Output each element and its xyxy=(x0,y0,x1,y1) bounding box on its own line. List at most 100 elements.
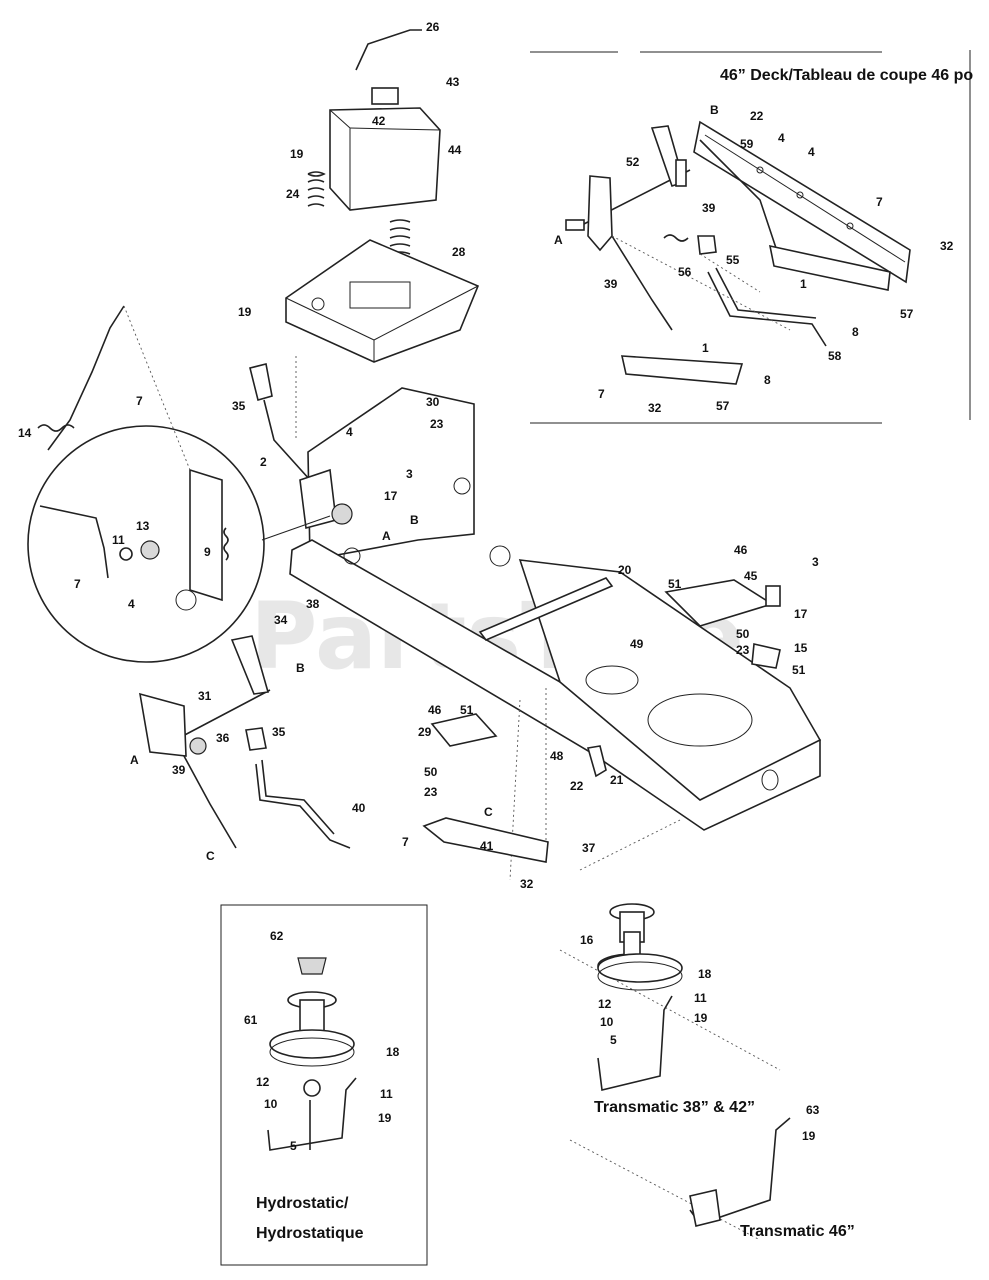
callout-51b: 51 xyxy=(792,663,806,677)
callout-28: 28 xyxy=(452,245,466,259)
hydro-callout-18: 18 xyxy=(386,1045,400,1059)
callout-9: 9 xyxy=(204,545,211,559)
callout-50a: 50 xyxy=(736,627,750,641)
deck46-title: 46” Deck/Tableau de coupe 46 po xyxy=(720,67,973,84)
callout-7b: 7 xyxy=(74,577,81,591)
callout-22a: 22 xyxy=(570,779,584,793)
hydrostatic-label-2: Hydrostatique xyxy=(256,1225,364,1242)
callout-50b: 50 xyxy=(424,765,438,779)
battery-assembly xyxy=(285,29,480,363)
callout-46a: 46 xyxy=(734,543,748,557)
trans-callout-63: 63 xyxy=(806,1103,820,1117)
trans-callout-10: 10 xyxy=(600,1015,614,1029)
callout-46b: 46 xyxy=(428,703,442,717)
hydro-callout-19: 19 xyxy=(378,1111,392,1125)
callout-48: 48 xyxy=(550,749,564,763)
callout-17a: 17 xyxy=(384,489,398,503)
trans-callout-11: 11 xyxy=(694,991,707,1005)
callout-23b: 23 xyxy=(736,643,750,657)
lift-lever-lower xyxy=(138,635,351,849)
callout-20: 20 xyxy=(618,563,632,577)
callout-31: 31 xyxy=(198,689,212,703)
deck-callout-39b: 39 xyxy=(604,277,618,291)
callout-7a: 7 xyxy=(136,394,143,408)
transmatic-46 xyxy=(689,1117,791,1227)
deck-callout-8b: 8 xyxy=(764,373,771,387)
hydro-callout-62: 62 xyxy=(270,929,284,943)
deck-ref-A: A xyxy=(554,233,563,247)
callout-4a: 4 xyxy=(346,425,353,439)
deck-ref-B: B xyxy=(710,103,719,117)
deck-callout-52: 52 xyxy=(626,155,640,169)
deck-callout-22: 22 xyxy=(750,109,764,123)
deck-callout-8a: 8 xyxy=(852,325,859,339)
callout-labels: 26 43 42 44 19 24 28 19 7 14 35 2 30 4 2… xyxy=(18,20,954,1153)
callout-36: 36 xyxy=(216,731,230,745)
ref-A2: A xyxy=(130,753,139,767)
callout-41: 41 xyxy=(480,839,494,853)
callout-45: 45 xyxy=(744,569,758,583)
transmatic-3842 xyxy=(597,903,683,1091)
deck-callout-59: 59 xyxy=(740,137,754,151)
deck-callout-39a: 39 xyxy=(702,201,716,215)
deck-callout-32b: 32 xyxy=(648,401,662,415)
callout-23c: 23 xyxy=(424,785,438,799)
callout-34: 34 xyxy=(274,613,288,627)
callout-32a: 32 xyxy=(520,877,534,891)
main-frame xyxy=(289,356,822,1241)
detail-magnifier xyxy=(27,305,331,663)
pedal-bracket xyxy=(664,579,781,669)
callout-43: 43 xyxy=(446,75,460,89)
callout-24: 24 xyxy=(286,187,300,201)
ref-A1: A xyxy=(382,529,391,543)
hydro-callout-10: 10 xyxy=(264,1097,278,1111)
callout-26: 26 xyxy=(426,20,440,34)
trans-callout-19b: 19 xyxy=(802,1129,816,1143)
callout-35a: 35 xyxy=(232,399,246,413)
deck-callout-4a: 4 xyxy=(778,131,785,145)
ref-C2: C xyxy=(484,805,493,819)
trans-callout-19: 19 xyxy=(694,1011,708,1025)
callout-3b: 3 xyxy=(812,555,819,569)
callout-21: 21 xyxy=(610,773,624,787)
callout-19a: 19 xyxy=(290,147,304,161)
callout-11a: 11 xyxy=(112,533,125,547)
callout-49: 49 xyxy=(630,637,644,651)
deck-callout-32a: 32 xyxy=(940,239,954,253)
ref-C1: C xyxy=(206,849,215,863)
callout-15: 15 xyxy=(794,641,808,655)
callout-35b: 35 xyxy=(272,725,286,739)
callout-51a: 51 xyxy=(668,577,682,591)
deck-callout-1a: 1 xyxy=(800,277,807,291)
callout-29: 29 xyxy=(418,725,432,739)
callout-30: 30 xyxy=(426,395,440,409)
callout-37: 37 xyxy=(582,841,596,855)
callout-2: 2 xyxy=(260,455,267,469)
callout-51c: 51 xyxy=(460,703,474,717)
hydrostatic-label-1: Hydrostatic/ xyxy=(256,1195,349,1212)
hydrostatic-panel xyxy=(220,904,428,1266)
trans-callout-16: 16 xyxy=(580,933,594,947)
shift-lever-upper xyxy=(249,363,353,530)
bracket-41 xyxy=(422,713,607,863)
callout-13: 13 xyxy=(136,519,150,533)
callout-44: 44 xyxy=(448,143,462,157)
deck-callout-56: 56 xyxy=(678,265,692,279)
trans-callout-12: 12 xyxy=(598,997,612,1011)
callout-39a: 39 xyxy=(172,763,186,777)
callout-3a: 3 xyxy=(406,467,413,481)
hydro-callout-11: 11 xyxy=(380,1087,393,1101)
callout-42: 42 xyxy=(372,114,386,128)
deck-callout-55: 55 xyxy=(726,253,740,267)
deck-callout-1b: 1 xyxy=(702,341,709,355)
deck-callout-7b: 7 xyxy=(598,387,605,401)
hydro-callout-5: 5 xyxy=(290,1139,297,1153)
deck46-panel: 46” Deck/Tableau de coupe 46 po xyxy=(530,50,973,424)
hydro-callout-12: 12 xyxy=(256,1075,270,1089)
deck-callout-58: 58 xyxy=(828,349,842,363)
callout-19b: 19 xyxy=(238,305,252,319)
trans-callout-5: 5 xyxy=(610,1033,617,1047)
trans-callout-18: 18 xyxy=(698,967,712,981)
callout-17b: 17 xyxy=(794,607,808,621)
